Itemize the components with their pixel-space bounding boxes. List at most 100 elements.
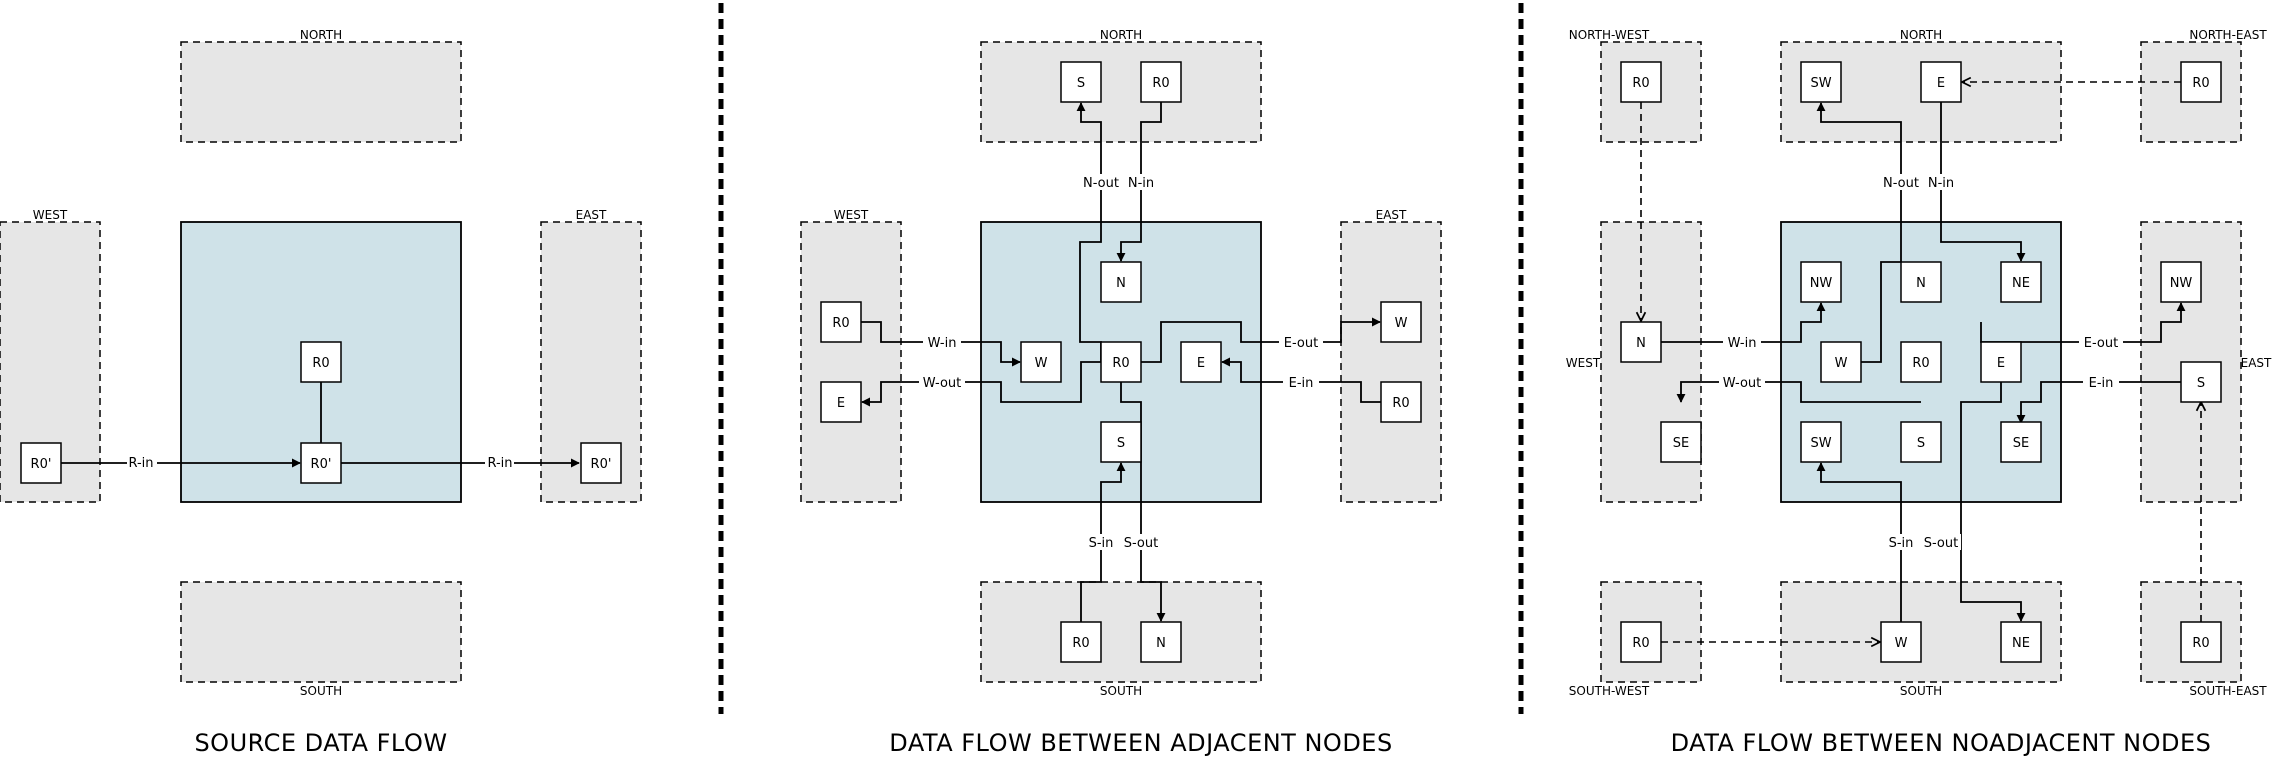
- port-label: S-out: [1124, 536, 1158, 551]
- port-label-bg: [1121, 534, 1161, 550]
- port-label-bg: [1884, 534, 1918, 550]
- node-box: [2000, 421, 2042, 463]
- region-label: EAST: [2241, 356, 2272, 370]
- port-label: E-out: [2084, 336, 2118, 351]
- node-box: [20, 442, 62, 484]
- port-label-bg: [1122, 174, 1160, 190]
- node-label: SE: [2013, 436, 2029, 451]
- node-box: [1380, 381, 1422, 423]
- port-label: W-in: [928, 336, 957, 351]
- node-box: [2000, 621, 2042, 663]
- node-label: S: [1077, 76, 1085, 91]
- port-label-bg: [2083, 374, 2119, 390]
- node-box: [1880, 621, 1922, 663]
- port-label-bg: [1084, 534, 1118, 550]
- port-label: W-in: [1728, 336, 1757, 351]
- panel-source-data-flow: NORTH WEST EAST SOUTH R-in R-in R0' R0 R…: [0, 28, 642, 757]
- port-label-bg: [2079, 334, 2123, 350]
- port-label: R-in: [128, 456, 153, 471]
- node-label: R0': [31, 457, 52, 472]
- region-label: SOUTH-EAST: [2189, 684, 2267, 698]
- arrow: [1080, 462, 1126, 622]
- node-label: R0: [1072, 636, 1089, 651]
- region-label: SOUTH: [300, 684, 342, 698]
- node-label: E: [1997, 356, 2005, 371]
- panel-nonadjacent-nodes: NORTH-WEST NORTH NORTH-EAST WEST EAST SO…: [1566, 28, 2272, 757]
- node-box: [300, 442, 342, 484]
- node-label: W: [1395, 316, 1408, 331]
- node-label: R0: [1112, 356, 1129, 371]
- node-box: [1100, 261, 1142, 303]
- port-label-bg: [1279, 334, 1323, 350]
- node-box: [1620, 61, 1662, 103]
- arrow: [1076, 102, 1102, 362]
- node-box: [1660, 421, 1702, 463]
- arrow: [1960, 382, 2026, 622]
- node-label: R0: [1632, 76, 1649, 91]
- region-label: NORTH: [1100, 28, 1142, 42]
- node-box: [2180, 61, 2222, 103]
- region-label: EAST: [576, 208, 607, 222]
- region-label: SOUTH-WEST: [1569, 684, 1650, 698]
- node-box: [1020, 341, 1062, 383]
- region-east: [1340, 221, 1442, 503]
- port-label: S-in: [1089, 536, 1114, 551]
- region-label: WEST: [834, 208, 869, 222]
- node-label: R0: [1912, 356, 1929, 371]
- node-label: W: [1895, 636, 1908, 651]
- node-box: [300, 341, 342, 383]
- port-label-bg: [919, 374, 965, 390]
- node-box: [1800, 261, 1842, 303]
- node-box: [1980, 341, 2022, 383]
- node-label: E: [1197, 356, 1205, 371]
- port-label-bg: [1921, 534, 1961, 550]
- region-label: WEST: [1566, 356, 1601, 370]
- arrow: [1980, 302, 2186, 343]
- node-label: R0: [2192, 636, 2209, 651]
- node-box: [1800, 61, 1842, 103]
- region-south-west: [1600, 581, 1702, 683]
- node-box: [1820, 341, 1862, 383]
- node-box: [1140, 61, 1182, 103]
- arrow: [861, 361, 1101, 407]
- node-box: [2160, 261, 2202, 303]
- node-box: [1100, 421, 1142, 463]
- arrow: [1676, 381, 1921, 403]
- node-box: [1620, 621, 1662, 663]
- node-box: [580, 442, 622, 484]
- node-label: S: [1117, 436, 1125, 451]
- port-label-bg: [923, 334, 961, 350]
- arrow: [1816, 462, 1902, 622]
- node-label: W: [1035, 356, 1048, 371]
- node-label: N: [1916, 276, 1926, 291]
- region-label: NORTH-WEST: [1569, 28, 1650, 42]
- region-north: [180, 41, 462, 143]
- region-north: [980, 41, 1262, 143]
- panel-adjacent-nodes: NORTH WEST EAST SOUTH N-out N-in W-in W-…: [800, 28, 1442, 757]
- node-label: R0: [2192, 76, 2209, 91]
- node-box: [2180, 361, 2222, 403]
- port-label: S-out: [1924, 536, 1958, 551]
- node-label: SW: [1810, 436, 1831, 451]
- port-label-bg: [1719, 374, 1765, 390]
- node-label: S: [1917, 436, 1925, 451]
- arrow: [1120, 382, 1166, 622]
- node-box: [2180, 621, 2222, 663]
- node-label: NW: [2170, 276, 2193, 291]
- port-label: S-in: [1889, 536, 1914, 551]
- node-label: R0: [312, 356, 329, 371]
- region-label: SOUTH: [1100, 684, 1142, 698]
- node-box: [820, 301, 862, 343]
- node-box: [1900, 261, 1942, 303]
- port-label: N-out: [1083, 176, 1119, 191]
- node-box: [1060, 621, 1102, 663]
- node-label: R0': [311, 457, 332, 472]
- node-box: [1920, 61, 1962, 103]
- node-label: NE: [2012, 276, 2030, 291]
- region-label: WEST: [33, 208, 68, 222]
- node-label: SW: [1810, 76, 1831, 91]
- node-label: W: [1835, 356, 1848, 371]
- node-box: [1140, 621, 1182, 663]
- node-label: S: [2197, 376, 2205, 391]
